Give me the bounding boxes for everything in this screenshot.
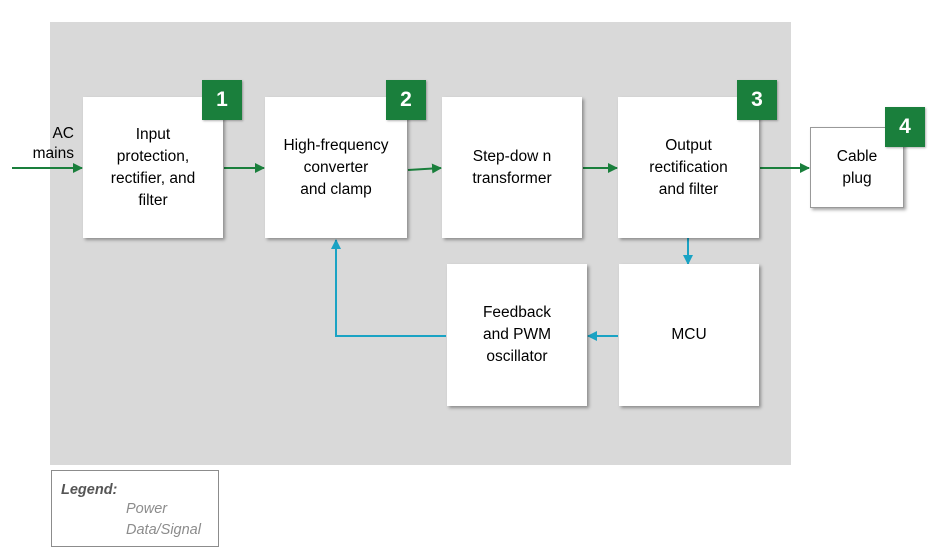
ac-mains-label: AC mains: [32, 125, 74, 162]
legend-power-label: Power: [126, 501, 168, 517]
legend-box: Legend:: [51, 470, 219, 547]
legend-title: Legend:: [61, 482, 118, 498]
badge-2: 2: [386, 80, 426, 120]
feedback-pwm-block: Feedback and PWM oscillator: [447, 264, 587, 406]
transformer-block: Step-dow n transformer: [442, 97, 582, 238]
input-protection-block: Input protection, rectifier, and filter: [83, 97, 223, 238]
badge-4: 4: [885, 107, 925, 147]
mcu-block: MCU: [619, 264, 759, 406]
legend-signal-label: Data/Signal: [126, 522, 201, 538]
badge-1: 1: [202, 80, 242, 120]
output-rectification-block: Output rectification and filter: [618, 97, 759, 238]
badge-3: 3: [737, 80, 777, 120]
power-arrow-converter-to-transformer: [407, 163, 442, 174]
hf-converter-block: High-frequency converter and clamp: [265, 97, 407, 238]
signal-arrow-feedback-to-converter: [331, 239, 446, 337]
